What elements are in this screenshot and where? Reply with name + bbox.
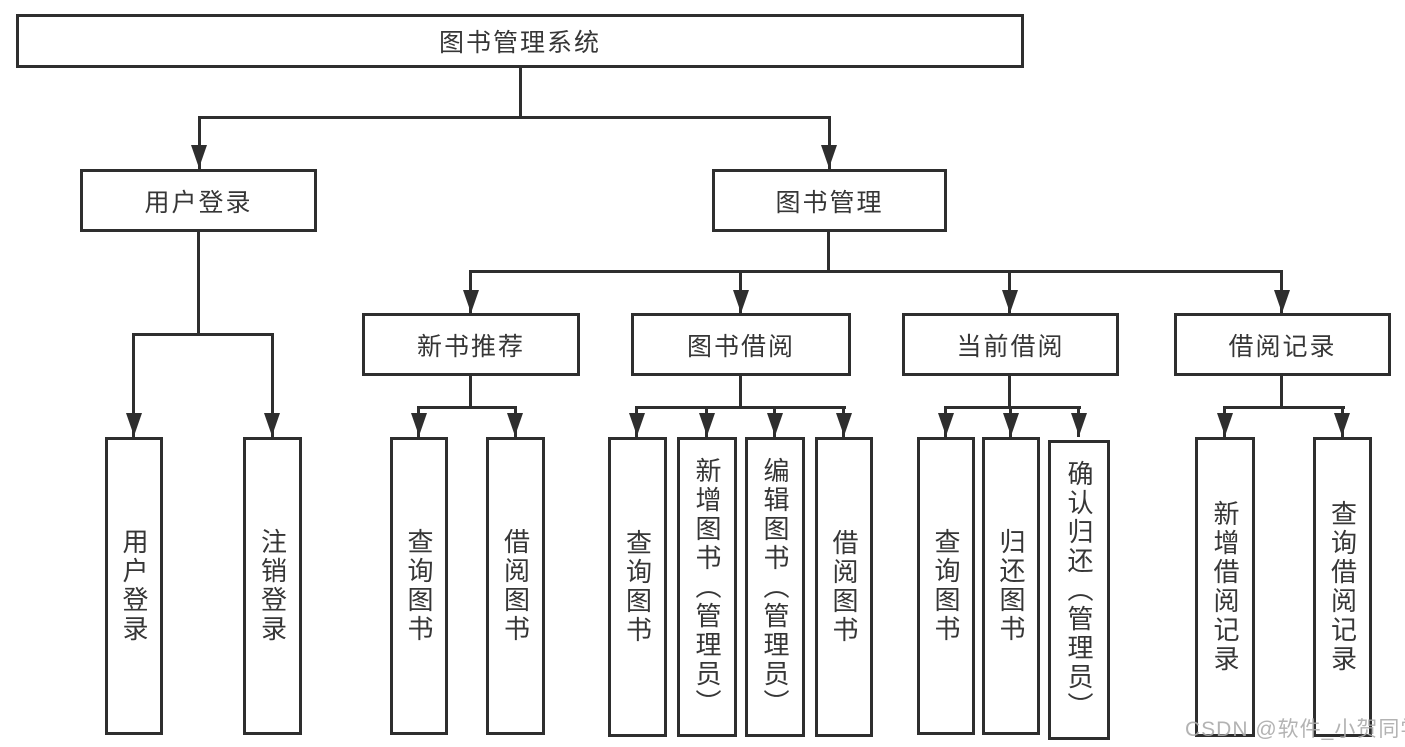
arrowhead-icon: [836, 413, 852, 436]
node-label: 图书管理系统: [438, 29, 601, 57]
node-return-books: 归还图书: [982, 437, 1040, 735]
connector-line: [827, 232, 830, 273]
node-label: 新书推荐: [416, 332, 525, 361]
node-label: 借阅记录: [1228, 332, 1337, 361]
node-label: 新增借阅记录: [1210, 500, 1240, 674]
arrowhead-icon: [1003, 413, 1019, 436]
node-label: 查询借阅记录: [1327, 500, 1358, 674]
node-label: 查询图书: [622, 529, 653, 645]
node-book-borrowing: 图书借阅: [631, 313, 851, 376]
arrowhead-icon: [767, 413, 783, 436]
connector-line: [198, 116, 831, 119]
arrowhead-icon: [699, 413, 715, 436]
connector-line: [469, 270, 1283, 273]
connector-line: [197, 232, 200, 335]
node-label: 用户登录: [144, 188, 253, 217]
node-label: 查询图书: [404, 528, 434, 644]
node-label: 查询图书: [931, 528, 961, 644]
connector-line: [1280, 376, 1283, 409]
node-book-management: 图书管理: [712, 169, 947, 232]
node-add-books-admin: 新增图书（管理员）: [677, 437, 737, 737]
connector-line: [635, 406, 846, 409]
node-label: 编辑图书（管理员）: [760, 456, 790, 718]
arrowhead-icon: [1274, 290, 1290, 313]
connector-line: [1223, 406, 1345, 409]
connector-line: [198, 116, 201, 169]
node-current-borrowing: 当前借阅: [902, 313, 1119, 376]
node-logout: 注销登录: [243, 437, 302, 735]
arrowhead-icon: [411, 413, 427, 436]
arrowhead-icon: [191, 145, 207, 168]
node-label: 确认归还（管理员）: [1064, 459, 1094, 721]
node-edit-books-admin: 编辑图书（管理员）: [745, 437, 805, 737]
node-new-book-recommend: 新书推荐: [362, 313, 580, 376]
node-query-borrow-record: 查询借阅记录: [1313, 437, 1372, 737]
connector-line: [417, 406, 517, 409]
node-confirm-return-admin: 确认归还（管理员）: [1048, 440, 1110, 740]
node-label: 当前借阅: [956, 332, 1065, 361]
node-add-borrow-record: 新增借阅记录: [1195, 437, 1255, 737]
arrowhead-icon: [463, 290, 479, 313]
connector-line: [469, 376, 472, 409]
connector-line: [1008, 376, 1011, 409]
node-library-management-system: 图书管理系统: [16, 14, 1024, 68]
arrowhead-icon: [938, 413, 954, 436]
connector-line: [132, 333, 274, 336]
arrowhead-icon: [821, 145, 837, 168]
node-label: 新增图书（管理员）: [692, 456, 722, 718]
node-borrowing-records: 借阅记录: [1174, 313, 1391, 376]
connector-line: [944, 406, 1081, 409]
arrowhead-icon: [629, 413, 645, 436]
connector-line: [132, 333, 135, 437]
arrowhead-icon: [1071, 413, 1087, 436]
node-label: 借阅图书: [500, 528, 531, 644]
node-user-login-group: 用户登录: [80, 169, 317, 232]
node-user-login: 用户登录: [105, 437, 163, 735]
arrowhead-icon: [126, 413, 142, 436]
node-label: 图书借阅: [686, 332, 795, 361]
node-label: 归还图书: [996, 528, 1026, 644]
node-query-books-recommend: 查询图书: [390, 437, 448, 735]
node-query-books-current: 查询图书: [917, 437, 975, 735]
connector-line: [739, 376, 742, 409]
connector-line: [519, 68, 522, 119]
csdn-watermark: CSDN @软件_小贺同学: [1185, 718, 1405, 741]
node-label: 用户登录: [119, 528, 149, 644]
arrowhead-icon: [1002, 290, 1018, 313]
connector-line: [271, 333, 274, 437]
node-borrow-books: 借阅图书: [815, 437, 873, 737]
arrowhead-icon: [507, 413, 523, 436]
node-query-books-borrowing: 查询图书: [608, 437, 667, 737]
connector-line: [828, 116, 831, 169]
node-borrow-books-recommend: 借阅图书: [486, 437, 545, 735]
node-label: 图书管理: [775, 188, 884, 217]
node-label: 注销登录: [257, 528, 288, 644]
arrowhead-icon: [733, 290, 749, 313]
arrowhead-icon: [1217, 413, 1233, 436]
arrowhead-icon: [264, 413, 280, 436]
node-label: 借阅图书: [829, 529, 859, 645]
arrowhead-icon: [1334, 413, 1350, 436]
